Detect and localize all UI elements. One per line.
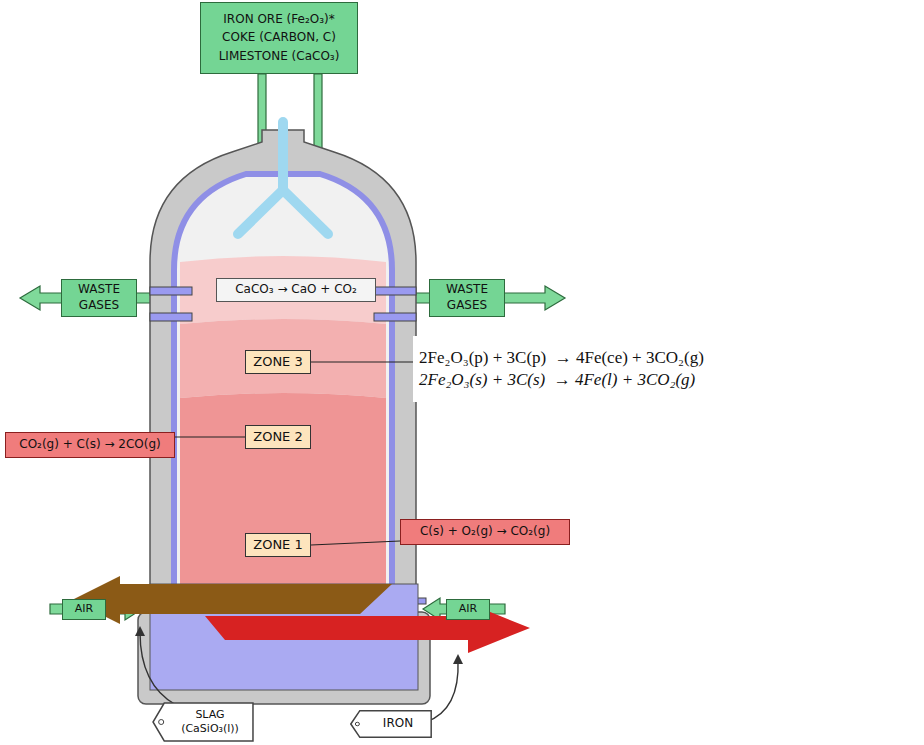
equation-box: 2Fe₂O₃(p) + 3C(p) → 4Fe(ce) + 3CO₂(g)2Fe… (413, 336, 921, 402)
reaction-box: C(s) + O₂(g) → CO₂(g) (400, 519, 570, 545)
gas-pipe (374, 313, 416, 321)
box-text: WASTE GASES (62, 282, 136, 313)
waste-gas-box: WASTE GASES (429, 279, 505, 317)
box-text: ZONE 2 (253, 429, 302, 446)
tag-pointer (140, 632, 176, 705)
leader-line (311, 541, 400, 545)
box-text: C(s) + O₂(g) → CO₂(g) (420, 524, 550, 540)
zone-1-area (180, 393, 386, 584)
zone-2-area (180, 319, 386, 398)
leader-stroke (311, 541, 400, 545)
zone-box: ZONE 2 (245, 425, 311, 449)
box-text: IRON (383, 716, 413, 732)
gas-pipe (150, 313, 192, 321)
box-text: IRON ORE (Fe₂O₃)* (223, 12, 334, 28)
zone-3-area (180, 256, 386, 324)
box-text: SLAG (195, 708, 224, 722)
box-subtext: COKE (CARBON, C) (222, 30, 336, 46)
zone-box: ZONE 3 (245, 350, 311, 374)
reaction-box: CO₂(g) + C(s) → 2CO(g) (5, 432, 175, 458)
box-subtext: (CaSiO₃(l)) (181, 722, 239, 736)
waste-gas-box: WASTE GASES (61, 279, 137, 317)
box-text: AIR (459, 602, 477, 616)
tag-pointer-head (453, 654, 463, 664)
leader-stroke (311, 361, 413, 362)
zone-box: ZONE 1 (245, 533, 311, 557)
input-box: IRON ORE (Fe₂O₃)* COKE (CARBON, C) LIMESTO… (200, 2, 358, 74)
leader-stroke (175, 436, 245, 437)
label-tag: IRON (350, 710, 432, 738)
box-text: ZONE 1 (253, 537, 302, 554)
box-text: WASTE GASES (430, 282, 504, 313)
air-box: AIR (446, 599, 490, 620)
hopper-pipe (238, 122, 328, 234)
air-box: AIR (62, 599, 106, 620)
box-subtext: 2Fe₂O₃(s) + 3C(s) → 4Fe(l) + 3CO₂(g) (419, 369, 695, 391)
box-text: CaCO₃ → CaO + CO₂ (235, 282, 357, 298)
box-subtext: LIMESTONE (CaCO₃) (219, 49, 340, 65)
leader-line (175, 437, 245, 438)
box-text: CO₂(g) + C(s) → 2CO(g) (19, 437, 160, 453)
tag-pointer-head (135, 626, 145, 636)
reaction-box: CaCO₃ → CaO + CO₂ (216, 278, 376, 302)
box-text: ZONE 3 (253, 354, 302, 371)
box-text: AIR (75, 602, 93, 616)
leader-line (311, 362, 413, 363)
box-text: 2Fe₂O₃(p) + 3C(p) → 4Fe(ce) + 3CO₂(g) (419, 347, 704, 369)
label-tag: SLAG(CaSiO₃(l)) (152, 702, 254, 742)
gas-pipe (374, 287, 416, 295)
gas-pipe (150, 287, 192, 295)
